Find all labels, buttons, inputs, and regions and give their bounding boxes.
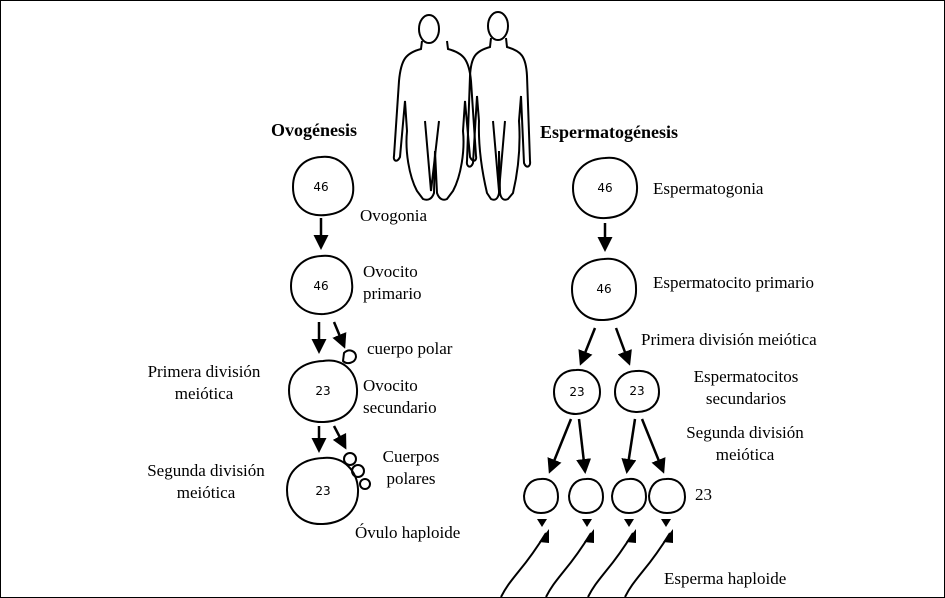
ovo-primera-division-line-2: meiótica <box>129 384 279 404</box>
ovocito-primario-label-1: Ovocito <box>363 262 418 282</box>
polar-body-4 <box>360 479 370 489</box>
ovo-primera-division-line-1: Primera división <box>129 362 279 382</box>
cuerpos-polares-line-1: Cuerpos <box>371 447 451 467</box>
sperm-cells <box>501 533 670 597</box>
esp-primera-division-label: Primera división meiótica <box>641 330 817 350</box>
ovocito-secundario-count: 23 <box>315 384 330 398</box>
cuerpo-polar-label: cuerpo polar <box>367 339 452 359</box>
espermatida-2 <box>569 479 603 513</box>
ovocito-primario-label-2: primario <box>363 284 422 304</box>
ovocito-secundario-label-2: secundario <box>363 398 437 418</box>
ovocito-primario-count: 46 <box>313 279 328 293</box>
espermatogenesis-title: Espermatogénesis <box>540 122 678 142</box>
espermatida-1 <box>524 479 558 513</box>
ovulo-label: Óvulo haploide <box>355 523 460 543</box>
espermatocito-primario-count: 46 <box>596 282 611 296</box>
female-silhouette <box>394 15 476 200</box>
esperma-label: Esperma haploide <box>664 569 786 589</box>
ovogonia-label: Ovogonia <box>360 206 427 226</box>
ovo-segunda-division-line-1: Segunda división <box>126 461 286 481</box>
sperm-heads <box>539 529 673 543</box>
ovogonia-count: 46 <box>313 180 328 194</box>
esp-segunda-division-line-2: meiótica <box>667 445 823 465</box>
ovocito-secundario-label-1: Ovocito <box>363 376 418 396</box>
espermatogonia-count: 46 <box>597 181 612 195</box>
male-silhouette <box>467 12 530 200</box>
polar-body-3 <box>352 465 364 477</box>
espermatida-3 <box>612 479 646 513</box>
ovulo-count: 23 <box>315 484 330 498</box>
espermatocito-secundario-count-1: 23 <box>569 385 584 399</box>
espermatida-4 <box>649 479 685 513</box>
polar-body-2 <box>344 453 356 465</box>
ovogenesis-cells <box>287 157 370 524</box>
ovogenesis-arrows <box>319 218 345 450</box>
esp-segunda-division-line-1: Segunda división <box>667 423 823 443</box>
espermatocito-primario-label: Espermatocito primario <box>653 273 814 293</box>
polar-body-1 <box>343 350 356 363</box>
espermatidas-count: 23 <box>695 485 712 505</box>
espermatocito-secundario-count-2: 23 <box>629 384 644 398</box>
ovogenesis-title: Ovogénesis <box>271 120 357 140</box>
cuerpos-polares-line-2: polares <box>371 469 451 489</box>
espermatogonia-label: Espermatogonia <box>653 179 763 199</box>
spermatid-arrowheads <box>537 519 671 527</box>
espermatocitos-secundarios-line-2: secundarios <box>671 389 821 409</box>
ovo-segunda-division-line-2: meiótica <box>126 483 286 503</box>
espermatocitos-secundarios-line-1: Espermatocitos <box>671 367 821 387</box>
